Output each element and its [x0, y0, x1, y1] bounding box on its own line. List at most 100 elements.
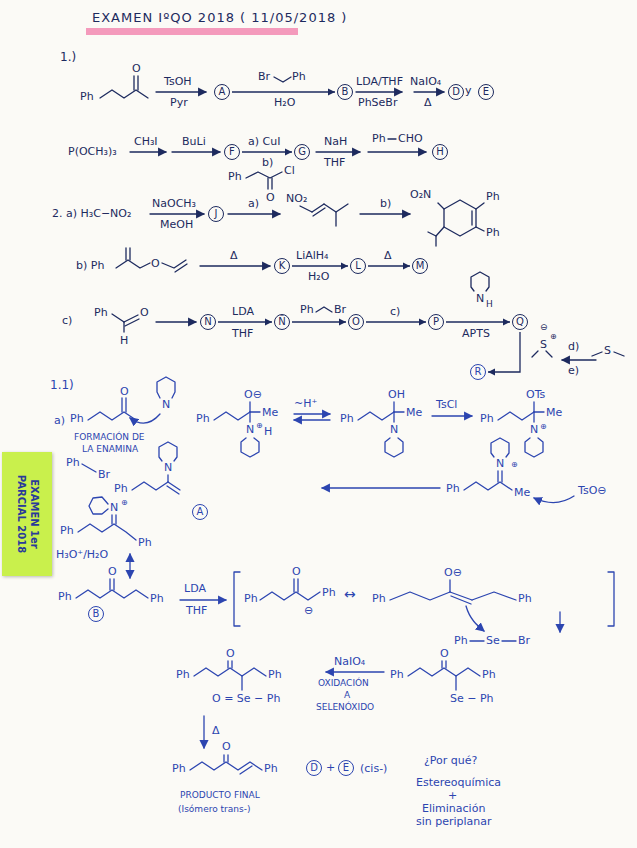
- bond-line: [111, 515, 112, 524]
- chem-label: Δ: [212, 724, 220, 737]
- arrow-head: [488, 369, 495, 376]
- bond-line: [78, 524, 136, 540]
- chem-label: Ph: [482, 668, 496, 681]
- chem-label: Ph: [486, 190, 500, 203]
- equilibrium-arrow: [294, 419, 330, 420]
- chem-label: NaIO₄: [410, 75, 441, 88]
- bond-line: [168, 482, 180, 490]
- node-letter: M: [416, 261, 425, 271]
- reaction-arrow: [559, 612, 560, 632]
- chem-label: Me: [262, 406, 278, 419]
- circled-letter: A: [214, 84, 230, 100]
- chem-label: N: [476, 292, 484, 305]
- reaction-arrow: [129, 554, 130, 578]
- chem-label: SELENÓXIDO: [316, 702, 374, 713]
- chem-label: 2. a) H₃C−NO₂: [52, 207, 131, 220]
- chem-label: ⊕: [256, 421, 263, 431]
- arrow-head: [503, 319, 510, 326]
- reaction-arrow: [200, 265, 270, 266]
- chem-label: Br: [258, 70, 270, 83]
- chem-label: a): [248, 197, 259, 210]
- chem-label: O⊖: [244, 388, 262, 401]
- reaction-arrow: [292, 263, 348, 270]
- bond-line: [112, 314, 124, 322]
- reaction-arrow: [360, 213, 410, 214]
- bond-line: [132, 482, 168, 490]
- arrow-line: [242, 151, 292, 152]
- bond-line: [194, 668, 266, 676]
- bond-line: [250, 411, 260, 412]
- reaction-arrow: [228, 213, 280, 214]
- circled-letter: E: [478, 84, 494, 100]
- circled-letter: P: [428, 314, 444, 330]
- bond-line: [231, 661, 232, 668]
- chem-label: Ph: [264, 762, 278, 775]
- chem-label: O = Se − Ph: [212, 692, 280, 705]
- chem-label: Ph: [390, 668, 404, 681]
- sticky-note: EXAMEN 1er PARCIAL 2018: [2, 452, 52, 576]
- chem-label: Se − Ph: [450, 692, 494, 705]
- chem-label: H: [486, 299, 493, 310]
- chem-label: Ph: [66, 456, 80, 469]
- bond-line: [476, 203, 484, 209]
- chem-label: Δ: [230, 249, 238, 262]
- chem-label: ⊖: [540, 322, 548, 333]
- bond-line: [293, 579, 294, 592]
- reaction-arrow: [366, 319, 426, 326]
- chem-label: N: [390, 423, 398, 436]
- bond-line: [546, 351, 552, 357]
- curved-arrow: [466, 606, 484, 631]
- chem-label: S: [540, 338, 547, 351]
- chem-label: a) CuI: [248, 135, 280, 148]
- bond-line: [592, 352, 602, 356]
- chem-label: ¿Por qué?: [424, 754, 477, 767]
- bond-line: [88, 412, 136, 420]
- ring-outline: [444, 200, 476, 236]
- reaction-arrow: [562, 359, 596, 360]
- bond-line: [241, 676, 242, 690]
- sticky-text: EXAMEN 1er PARCIAL 2018: [15, 456, 40, 572]
- reaction-arrow: [150, 213, 204, 214]
- chem-label: Ph: [138, 536, 152, 549]
- node-letter: J: [215, 209, 218, 219]
- node-letter: D: [452, 87, 460, 97]
- chem-label: O: [440, 647, 449, 660]
- bond-line: [438, 203, 444, 209]
- bond-line: [449, 580, 450, 592]
- ring-outline: [241, 438, 259, 457]
- node-letter: H: [436, 147, 444, 157]
- chem-label: OH: [388, 388, 405, 401]
- chem-label: c): [62, 314, 72, 327]
- bond-line: [240, 766, 252, 774]
- chem-label: Eliminación: [422, 802, 485, 815]
- chem-label: 1.): [60, 50, 76, 64]
- bond-line: [129, 248, 130, 260]
- chem-label: N: [164, 461, 172, 474]
- circled-letter: G: [294, 144, 310, 160]
- bond-line: [388, 138, 396, 139]
- chem-label: Δ: [384, 249, 392, 262]
- chem-label: LiAlH₄: [296, 249, 328, 262]
- reaction-arrow: [446, 319, 510, 326]
- reaction-arrow: [326, 671, 384, 672]
- chem-label: Pyr: [170, 96, 188, 109]
- chem-label: Ph: [322, 586, 336, 599]
- circled-letter: Q: [512, 314, 528, 330]
- arrow-line: [366, 321, 426, 322]
- node-letter: Q: [516, 317, 524, 327]
- bond-line: [408, 668, 480, 676]
- bond-line: [393, 402, 394, 412]
- chem-label: O: [292, 565, 301, 578]
- chem-label: Ph: [454, 634, 468, 647]
- node-letter: L: [355, 261, 361, 271]
- chem-label: THF: [186, 604, 207, 617]
- problem-structures: [100, 76, 624, 360]
- chem-label: Cl: [284, 164, 295, 177]
- chem-label: Estereoquímica: [416, 776, 501, 789]
- chem-label: TsOH: [164, 75, 192, 88]
- chem-label: H₃O⁺/H₂O: [56, 548, 108, 561]
- arrow-head: [419, 319, 426, 326]
- circled-letter: B: [337, 84, 353, 100]
- node-letter: A: [219, 87, 226, 97]
- reaction-arrow: [156, 91, 206, 92]
